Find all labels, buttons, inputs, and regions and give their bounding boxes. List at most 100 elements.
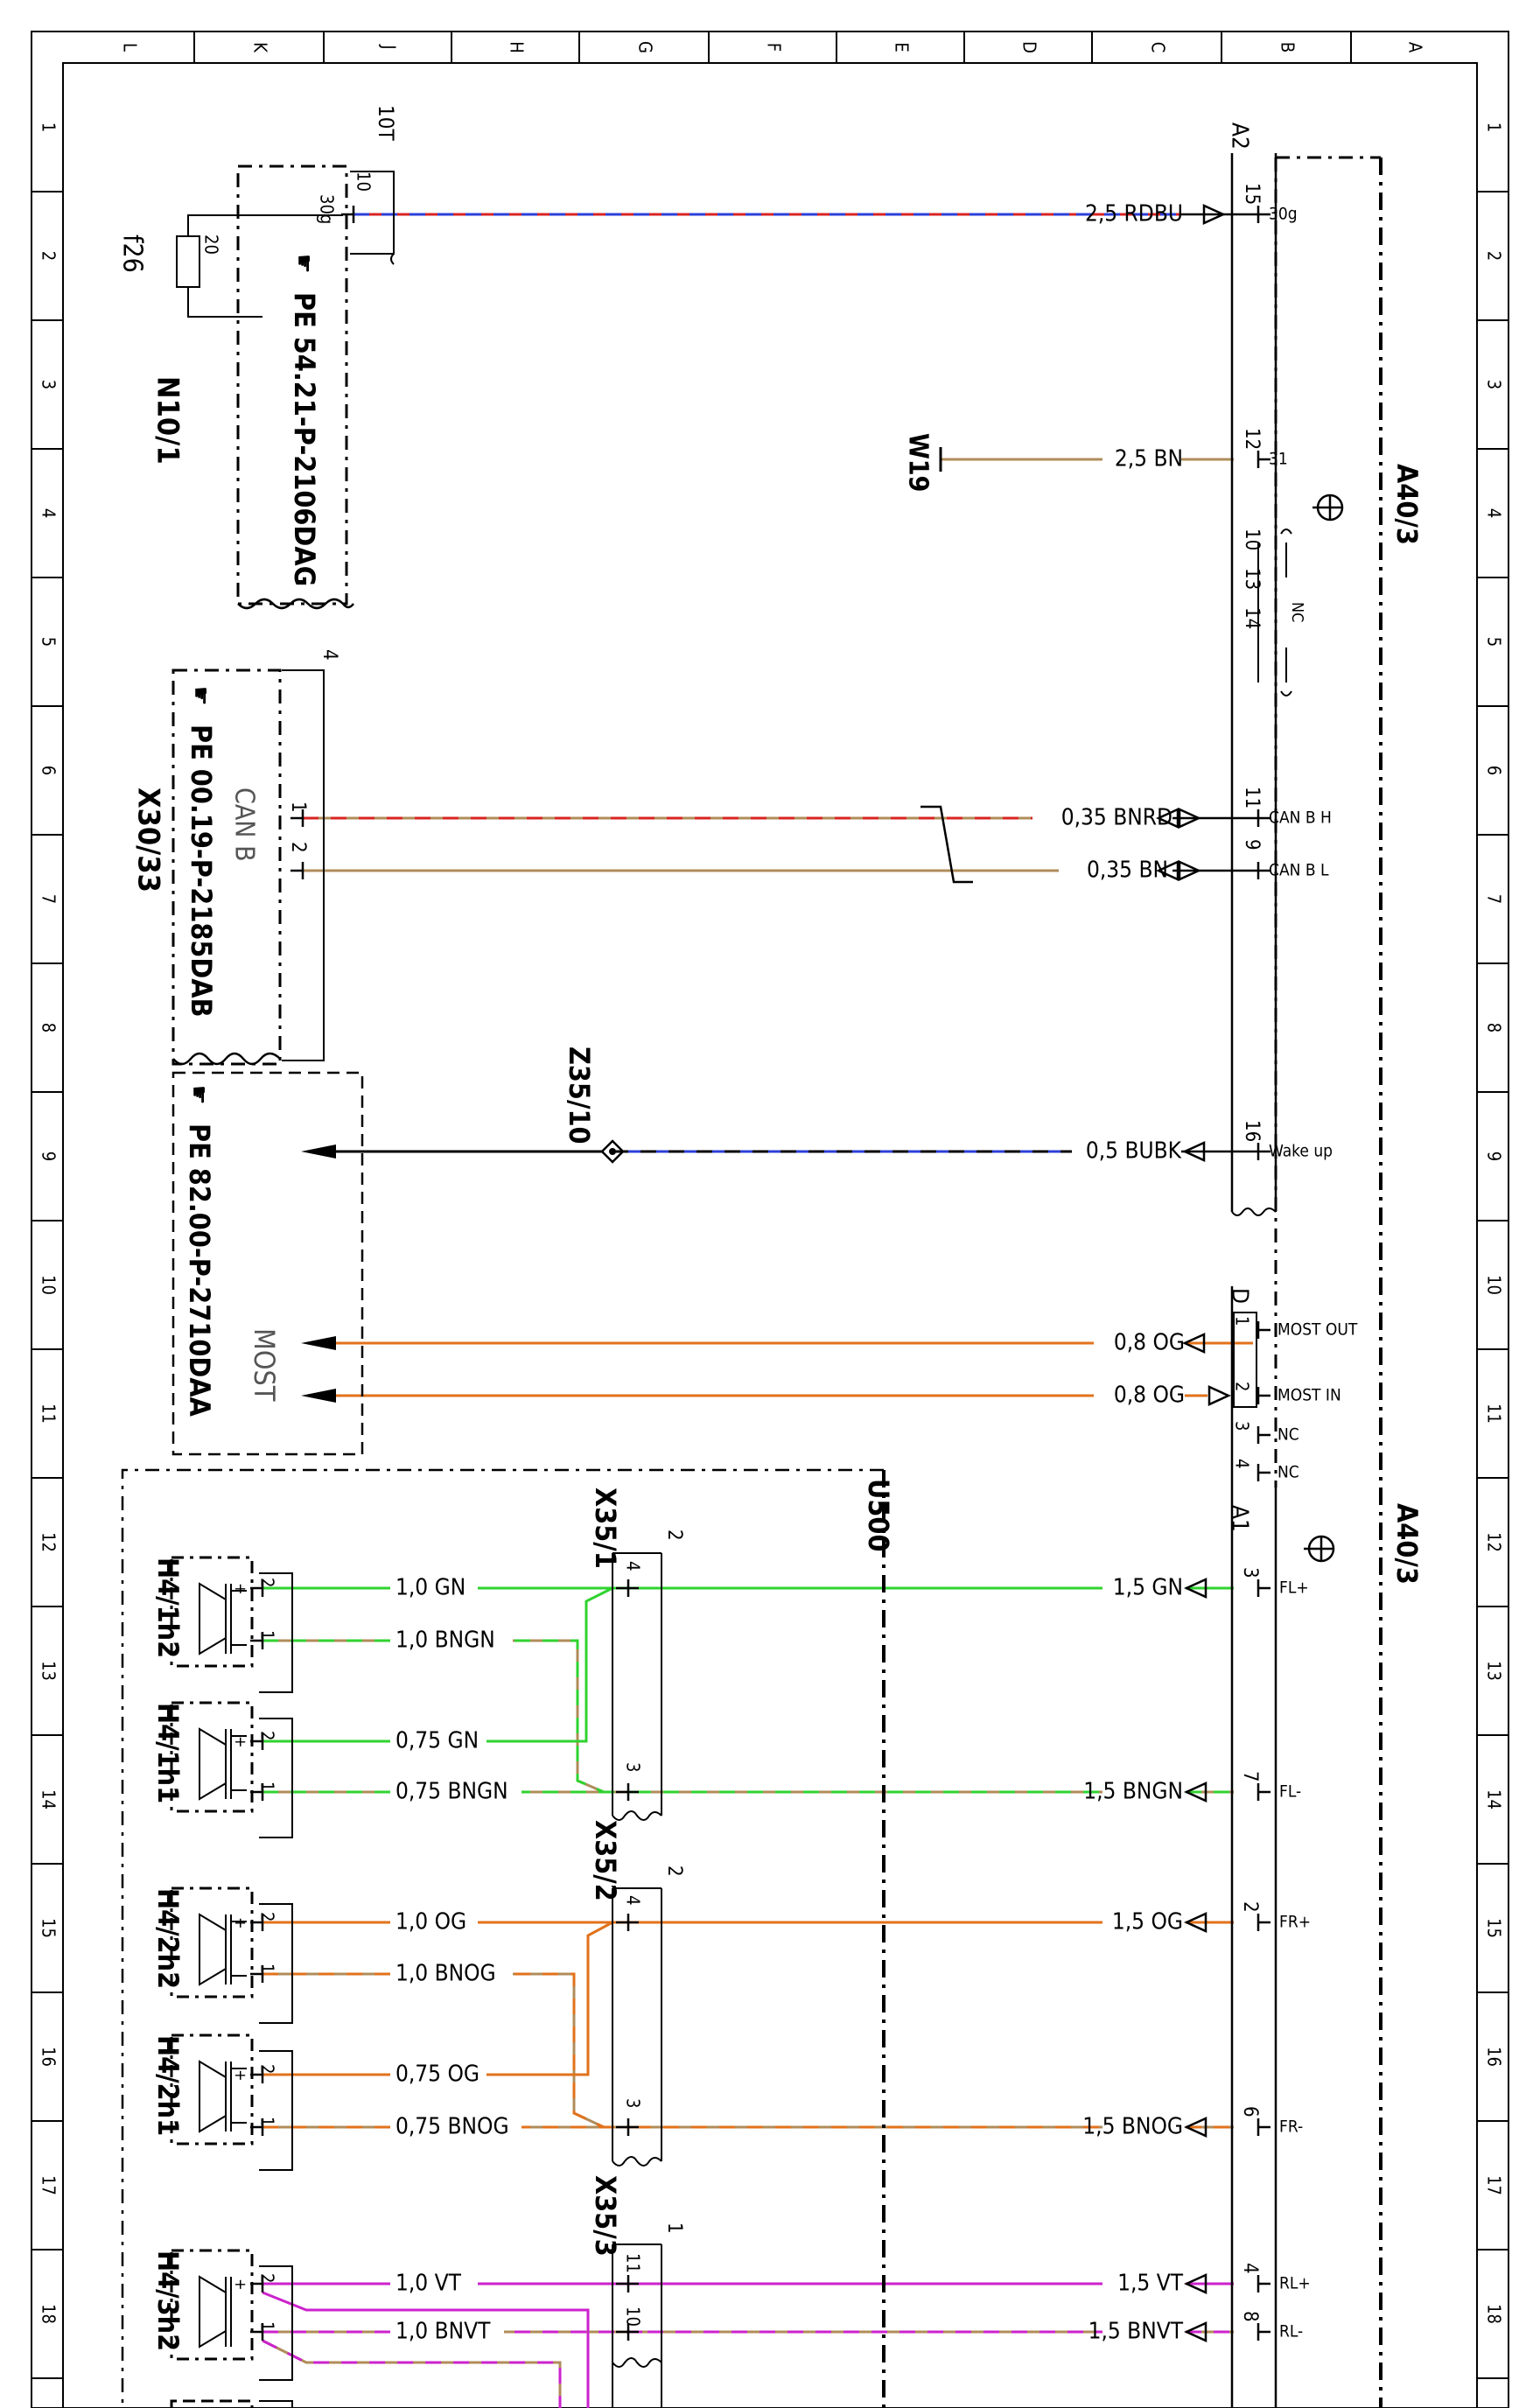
wire-label: 1,5 GN (1113, 1575, 1183, 1601)
row-label: 11 (1484, 1404, 1505, 1424)
speaker-h4-2h1 (170, 2034, 293, 2171)
column-label: J (379, 44, 400, 49)
reference-hand-icon: ☛ (185, 1085, 214, 1105)
component-h4-2h2: H4/2h2 (151, 1888, 185, 1989)
connector-caption: CAN B (229, 788, 260, 862)
column-label: L (120, 43, 141, 52)
pin-number: 3 (1232, 1421, 1253, 1431)
pin-terminal (1256, 451, 1270, 468)
wire-label: 0,5 BUBK (1086, 1138, 1182, 1165)
wire-label: 1,0 VT (396, 2271, 462, 2297)
component-x35-2: X35/2 (589, 1820, 622, 1901)
pin-number: 1 (257, 2321, 278, 2331)
pin-number: 10 (1241, 528, 1263, 550)
connector-10t: 10T (374, 105, 398, 141)
component-x35-3: X35/3 (589, 2175, 622, 2257)
label-bg (390, 1778, 522, 1806)
speaker-h4-3h2 (170, 2249, 293, 2408)
pin-number: 2 (257, 2273, 278, 2283)
pin-terminal (1256, 1783, 1270, 1801)
row-label: 12 (38, 1532, 60, 1552)
polarity-mark: + (231, 2069, 249, 2082)
row-label: 4 (38, 508, 60, 518)
pin-terminal (250, 1965, 264, 1983)
pin-number: 7 (1239, 1771, 1261, 1782)
component-w19: W19 (903, 433, 934, 492)
pin-terminal (616, 1914, 639, 1931)
pin-terminal (290, 862, 304, 879)
pin-name: NC (1278, 1425, 1299, 1445)
pin-terminal (1256, 2118, 1270, 2136)
label-bg (390, 2113, 522, 2141)
wire-label: 1,0 GN (396, 1575, 466, 1601)
label-bg (390, 2061, 486, 2089)
pin-number: 2 (257, 1912, 278, 1922)
pin-terminal (1256, 1464, 1270, 1481)
pin-terminal (290, 809, 304, 827)
row-label: 15 (38, 1918, 60, 1938)
pin-terminal (616, 2275, 639, 2292)
row-label: 7 (1484, 894, 1505, 904)
pin-number: 13 (1241, 568, 1263, 590)
pin-terminal (1256, 809, 1270, 827)
wire-label: 2,5 BN (1115, 446, 1183, 472)
connector-group: 4 (318, 649, 340, 661)
arrow-icon (1155, 808, 1180, 829)
pin-number: 2 (257, 1578, 278, 1587)
reference-most: PE 82.00-P-2710DAA (183, 1124, 216, 1418)
wire-label: 0,75 OG (396, 2062, 480, 2088)
pin-number: 1 (257, 1782, 278, 1791)
polarity-mark: + (231, 2278, 249, 2291)
polarity-mark: + (231, 1736, 249, 1748)
speaker-h4-2h2 (170, 1886, 293, 2024)
pin-name: RL+ (1279, 2274, 1311, 2293)
speaker-h4-1h1 (170, 1701, 293, 1838)
wire-label: 1,0 BNOG (396, 1961, 496, 1987)
pin-name: MOST OUT (1278, 1320, 1358, 1340)
wire-label: 1,5 VT (1117, 2271, 1184, 2297)
connector-group: 2 (663, 1530, 685, 1541)
pin-name: Wake up (1269, 1142, 1333, 1161)
pin-terminal (341, 206, 355, 223)
pin-terminal (1256, 1387, 1270, 1404)
row-label: 8 (38, 1023, 60, 1032)
column-label: A (1405, 42, 1426, 53)
row-label: 7 (38, 894, 60, 904)
pin-number: 9 (1241, 839, 1263, 850)
component-a40-3: A40/3 (1390, 464, 1424, 545)
arrow-icon (1183, 2273, 1208, 2294)
arrow-icon (1181, 1333, 1206, 1354)
pin-number: 1 (257, 1630, 278, 1640)
arrow-icon (301, 1336, 336, 1350)
row-label: 1 (38, 122, 60, 132)
pin-name: FR+ (1279, 1913, 1311, 1932)
row-label: 9 (1484, 1152, 1505, 1161)
component-u500: U500 (862, 1479, 895, 1551)
connector-group: 2 (663, 1866, 685, 1877)
polarity-mark: + (231, 1583, 249, 1595)
fuse-label: f26 (117, 234, 148, 273)
column-label: C (1148, 42, 1169, 53)
twisted-pair-marker (920, 805, 973, 884)
most-caption: MOST (248, 1328, 281, 1402)
wire-label: 0,35 BNRD (1061, 805, 1172, 831)
pin-terminal (250, 1579, 264, 1597)
row-label: 5 (38, 637, 60, 647)
label-bg (390, 1574, 478, 1602)
fuse-value: 20 (201, 234, 222, 255)
row-label: 2 (1484, 251, 1505, 261)
pin-name: 31 (1269, 450, 1288, 469)
wire-label: 1,5 BNOG (1082, 2114, 1183, 2140)
column-label: E (892, 42, 913, 52)
row-label: 3 (38, 380, 60, 389)
wire-label: 2,5 RDBU (1085, 201, 1183, 228)
row-label: 3 (1484, 380, 1505, 389)
pin-number: 1 (257, 2117, 278, 2126)
component-h4-2h1: H4/2h1 (151, 2035, 185, 2136)
row-label: 18 (1484, 2304, 1505, 2324)
pin-number: 2 (287, 842, 309, 853)
polarity-mark: + (231, 1917, 249, 1929)
reference-x30-33: PE 00.19-P-2185DAB (185, 724, 218, 1018)
